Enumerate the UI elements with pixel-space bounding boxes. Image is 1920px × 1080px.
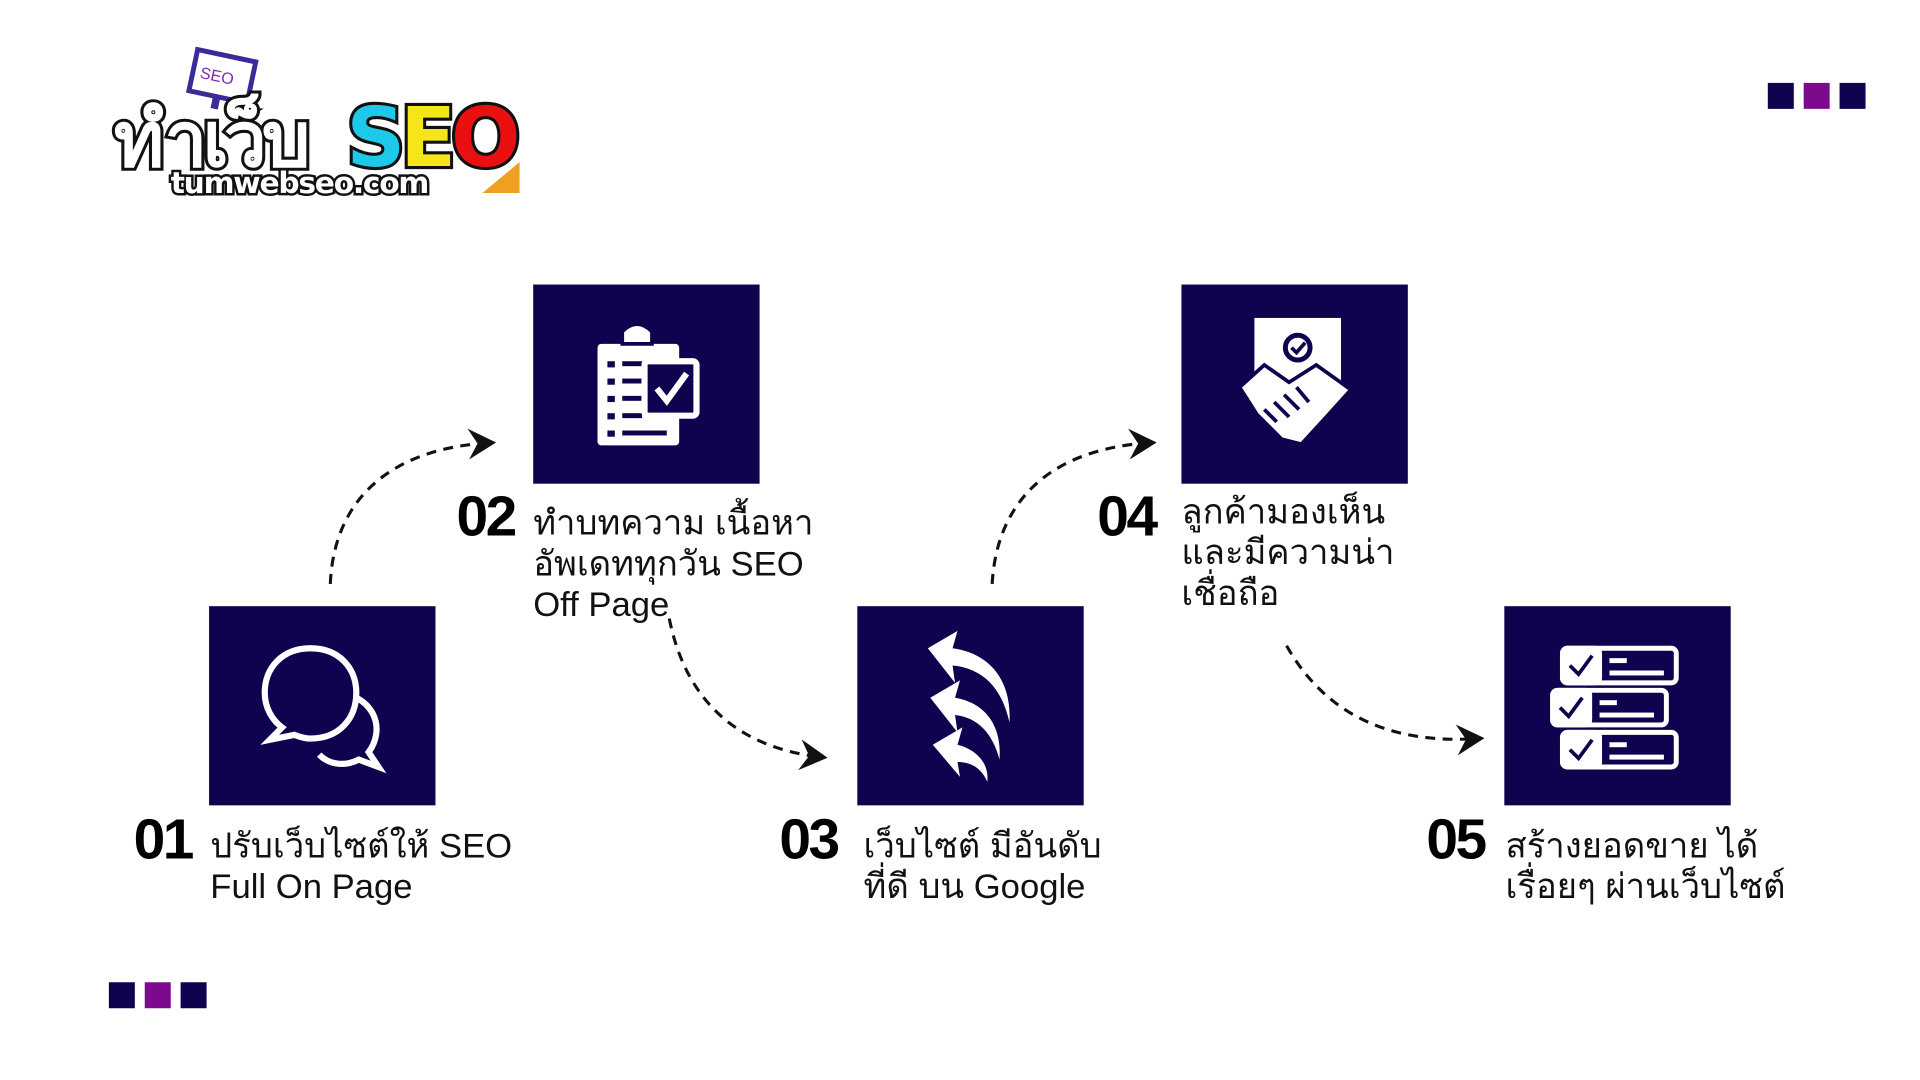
step-02-line: Off Page (533, 585, 670, 624)
decor-square (1839, 82, 1866, 109)
step-01-box (209, 606, 436, 806)
svg-text:ทำเว็บ: ทำเว็บ (114, 94, 307, 185)
decor-square (180, 982, 207, 1009)
step-05-line: เรื่อยๆ ผ่านเว็บไซต์ (1505, 867, 1786, 906)
step-04-line: เชื่อถือ (1181, 574, 1280, 613)
clipboard-checklist-icon (596, 321, 699, 445)
step-02-text: ทำบทความ เนื้อหา อัพเดททุกวัน SEO Off Pa… (533, 502, 813, 624)
decor-square (1767, 82, 1794, 109)
arrow-04-to-05 (1285, 645, 1485, 756)
decor-square (144, 982, 171, 1009)
step-04-line: ลูกค้ามองเห็น (1181, 492, 1386, 531)
decor-square (108, 982, 135, 1009)
step-05-text: สร้างยอดขาย ได้ เรื่อยๆ ผ่านเว็บไซต์ (1506, 825, 1786, 907)
step-01-line: Full On Page (210, 867, 413, 906)
step-02-box (533, 284, 760, 484)
step-05-box (1504, 606, 1731, 806)
logo: SEO ทำเว็บ SEO tumwebseo.com (111, 46, 525, 199)
step-05-number: 05 (1426, 806, 1487, 871)
chat-bubbles-icon (259, 644, 386, 773)
step-04-line: และมีความน่า (1181, 533, 1395, 572)
step-02-line: ทำบทความ เนื้อหา (533, 503, 814, 542)
svg-text:SEO: SEO (346, 91, 517, 186)
step-04-box (1181, 284, 1408, 484)
step-04-number: 04 (1097, 483, 1158, 549)
step-01-line: ปรับเว็บไซต์ให้ SEO (210, 826, 513, 865)
step-03-text: เว็บไซต์ มีอันดับ ที่ดี บน Google (863, 825, 1101, 907)
step-01-text: ปรับเว็บไซต์ให้ SEO Full On Page (210, 825, 512, 907)
step-03-box (857, 606, 1084, 806)
step-02-line: อัพเดททุกวัน SEO (533, 544, 804, 583)
step-03-line: ที่ดี บน Google (863, 867, 1086, 906)
curved-arrows-icon (927, 630, 1010, 782)
step-03-line: เว็บไซต์ มีอันดับ (863, 826, 1102, 865)
arrow-02-to-03 (667, 618, 828, 771)
decor-square (1803, 82, 1830, 109)
step-02-number: 02 (456, 483, 517, 549)
checklist-icon (1549, 645, 1679, 769)
step-04-text: ลูกค้ามองเห็น และมีความน่า เชื่อถือ (1181, 491, 1394, 613)
step-05-line: สร้างยอดขาย ได้ (1505, 826, 1759, 865)
handshake-icon (1236, 317, 1354, 446)
logo-domain: tumwebseo.com (171, 166, 428, 199)
step-03-number: 03 (779, 806, 840, 871)
step-01-number: 01 (133, 806, 195, 871)
